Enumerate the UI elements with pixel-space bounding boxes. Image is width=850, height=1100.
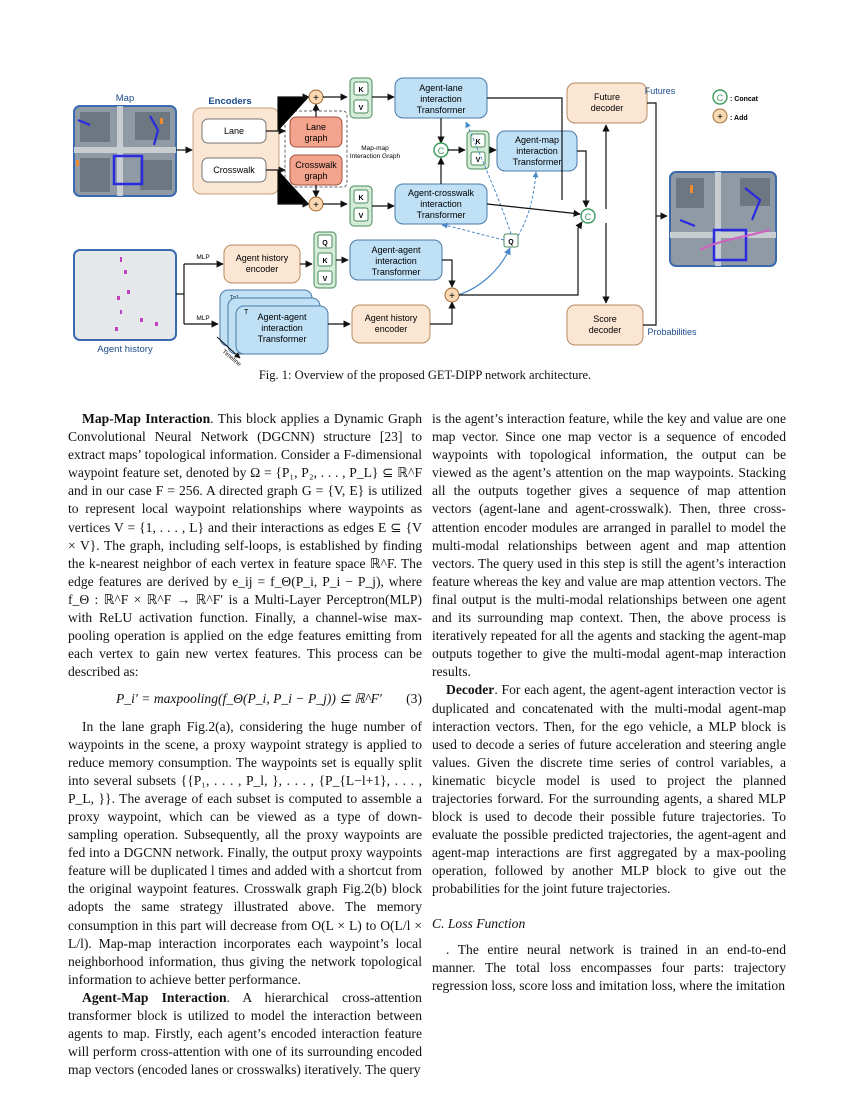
score-decoder-l2: decoder xyxy=(589,325,622,335)
agent-history-thumbnail xyxy=(73,249,177,341)
score-decoder-l1: Score xyxy=(593,314,617,324)
agent-agent-stack xyxy=(235,305,329,355)
agent-lane-l3: Transformer xyxy=(417,105,466,115)
map-map-label-1: Map-map xyxy=(361,145,389,152)
futures-label: Futures xyxy=(645,86,676,96)
decoder-heading: Decoder xyxy=(446,682,495,698)
architecture-figure: Map Encoders Lane Crosswalk Lane graph C… xyxy=(73,77,777,368)
figure-caption: Fig. 1: Overview of the proposed GET-DIP… xyxy=(258,368,592,382)
svg-text:K: K xyxy=(358,87,363,94)
agent-history-label: Agent history xyxy=(97,344,153,355)
svg-text:K: K xyxy=(322,258,327,265)
svg-text:C: C xyxy=(585,212,592,222)
k-agent xyxy=(317,252,333,267)
svg-text:Q: Q xyxy=(322,240,328,247)
add-node-top: + xyxy=(308,89,324,105)
svg-text:V: V xyxy=(359,105,364,112)
svg-text:C: C xyxy=(438,146,445,156)
aa-tf-l2: interaction xyxy=(375,256,417,266)
mlp-label-1: MLP xyxy=(196,254,209,261)
v-bottom xyxy=(353,207,369,222)
probabilities-label: Probabilities xyxy=(647,327,697,337)
agent-lane-l1: Agent-lane xyxy=(419,83,463,93)
left-column: Map-Map Interaction. This block applies … xyxy=(68,410,422,1079)
agent-map-l1: Agent-map xyxy=(515,135,559,145)
ahe2-l1: Agent history xyxy=(365,313,418,323)
agent-map-body: . A hierarchical cross-attention transfo… xyxy=(68,989,422,1078)
decoder-paragraph: Decoder. For each agent, the agent-agent… xyxy=(432,681,786,898)
agent-crosswalk-l2: interaction xyxy=(420,199,462,209)
svg-text:+: + xyxy=(717,112,723,123)
concat-legend: C : Concat xyxy=(712,89,759,105)
add-node-bottom: + xyxy=(308,196,324,212)
lane-graph-line2: graph xyxy=(304,133,327,143)
ahe1-l1: Agent history xyxy=(236,253,289,263)
q-agent xyxy=(317,234,333,249)
right-column: is the agent’s interaction feature, whil… xyxy=(432,410,786,995)
agent-lane-l2: interaction xyxy=(420,94,462,104)
future-decoder-l1: Future xyxy=(594,92,620,102)
lane-graph-paragraph: In the lane graph Fig.2(a), considering … xyxy=(68,718,422,987)
crosswalk-graph-line1: Crosswalk xyxy=(295,160,337,170)
add-node-agent: + xyxy=(444,287,460,303)
k-top xyxy=(353,81,369,96)
map-map-heading: Map-Map Interaction xyxy=(82,411,211,426)
aa-stack-l1: Agent-agent xyxy=(257,312,307,322)
lane-graph-line1: Lane xyxy=(306,122,326,132)
concat-node-middle: C xyxy=(433,142,449,158)
agent-map-l3: Transformer xyxy=(513,157,562,167)
concat-node-right: C xyxy=(580,208,596,224)
add-legend: + : Add xyxy=(712,108,748,124)
loss-function-heading: C. Loss Function xyxy=(432,915,526,931)
svg-text:Q: Q xyxy=(508,239,514,246)
future-decoder-l2: decoder xyxy=(591,103,624,113)
svg-text:+: + xyxy=(449,291,455,302)
svg-text:V: V xyxy=(359,213,364,220)
loss-function-body: . The entire neural network is trained i… xyxy=(432,941,786,993)
k-bottom xyxy=(353,189,369,204)
svg-text:: Concat: : Concat xyxy=(730,96,759,103)
v-middle xyxy=(470,151,486,166)
svg-text:K: K xyxy=(358,195,363,202)
agent-map-paragraph-continued: is the agent’s interaction feature, whil… xyxy=(432,411,786,680)
aa-tf-l3: Transformer xyxy=(372,267,421,277)
agent-crosswalk-l1: Agent-crosswalk xyxy=(408,188,475,198)
stack-t: T xyxy=(244,309,249,316)
aa-stack-l3: Transformer xyxy=(258,334,307,344)
svg-text:+: + xyxy=(313,200,319,211)
v-agent xyxy=(317,270,333,285)
equation-3: P_i′ = maxpooling(f_Θ(P_i, P_i − P_j)) ⊆… xyxy=(68,690,422,708)
svg-text:C: C xyxy=(717,93,724,103)
agent-map-l2: interaction xyxy=(516,146,558,156)
output-map-thumbnail xyxy=(669,171,777,267)
lane-encoder-label: Lane xyxy=(224,126,244,136)
svg-text:V: V xyxy=(323,276,328,283)
aa-tf-l1: Agent-agent xyxy=(371,245,421,255)
agent-map-heading: Agent-Map Interaction xyxy=(82,989,227,1005)
v-top xyxy=(353,99,369,114)
equation-3-number: (3) xyxy=(406,691,422,707)
svg-text:: Add: : Add xyxy=(730,115,748,122)
svg-text:K: K xyxy=(475,139,480,146)
agent-crosswalk-l3: Transformer xyxy=(417,210,466,220)
ahe1-l2: encoder xyxy=(246,264,279,274)
k-middle xyxy=(470,133,486,148)
map-thumbnail xyxy=(73,105,177,197)
map-map-label-2: Interaction Graph xyxy=(350,153,401,160)
ahe2-l2: encoder xyxy=(375,324,408,334)
svg-text:V: V xyxy=(476,157,481,164)
crosswalk-encoder-label: Crosswalk xyxy=(213,165,255,175)
mlp-label-2: MLP xyxy=(196,315,209,322)
agent-map-paragraph-start: Agent-Map Interaction. A hierarchical cr… xyxy=(68,989,422,1079)
decoder-body: . For each agent, the agent-agent intera… xyxy=(432,682,786,897)
equation-3-body: P_i′ = maxpooling(f_Θ(P_i, P_i − P_j)) ⊆… xyxy=(116,691,382,707)
map-map-paragraph: Map-Map Interaction. This block applies … xyxy=(68,410,422,681)
map-label: Map xyxy=(116,93,134,104)
svg-text:+: + xyxy=(313,93,319,104)
aa-stack-l2: interaction xyxy=(261,323,303,333)
map-map-body: . This block applies a Dynamic Graph Con… xyxy=(68,411,422,680)
crosswalk-graph-line2: graph xyxy=(304,171,327,181)
encoders-label: Encoders xyxy=(208,96,251,107)
